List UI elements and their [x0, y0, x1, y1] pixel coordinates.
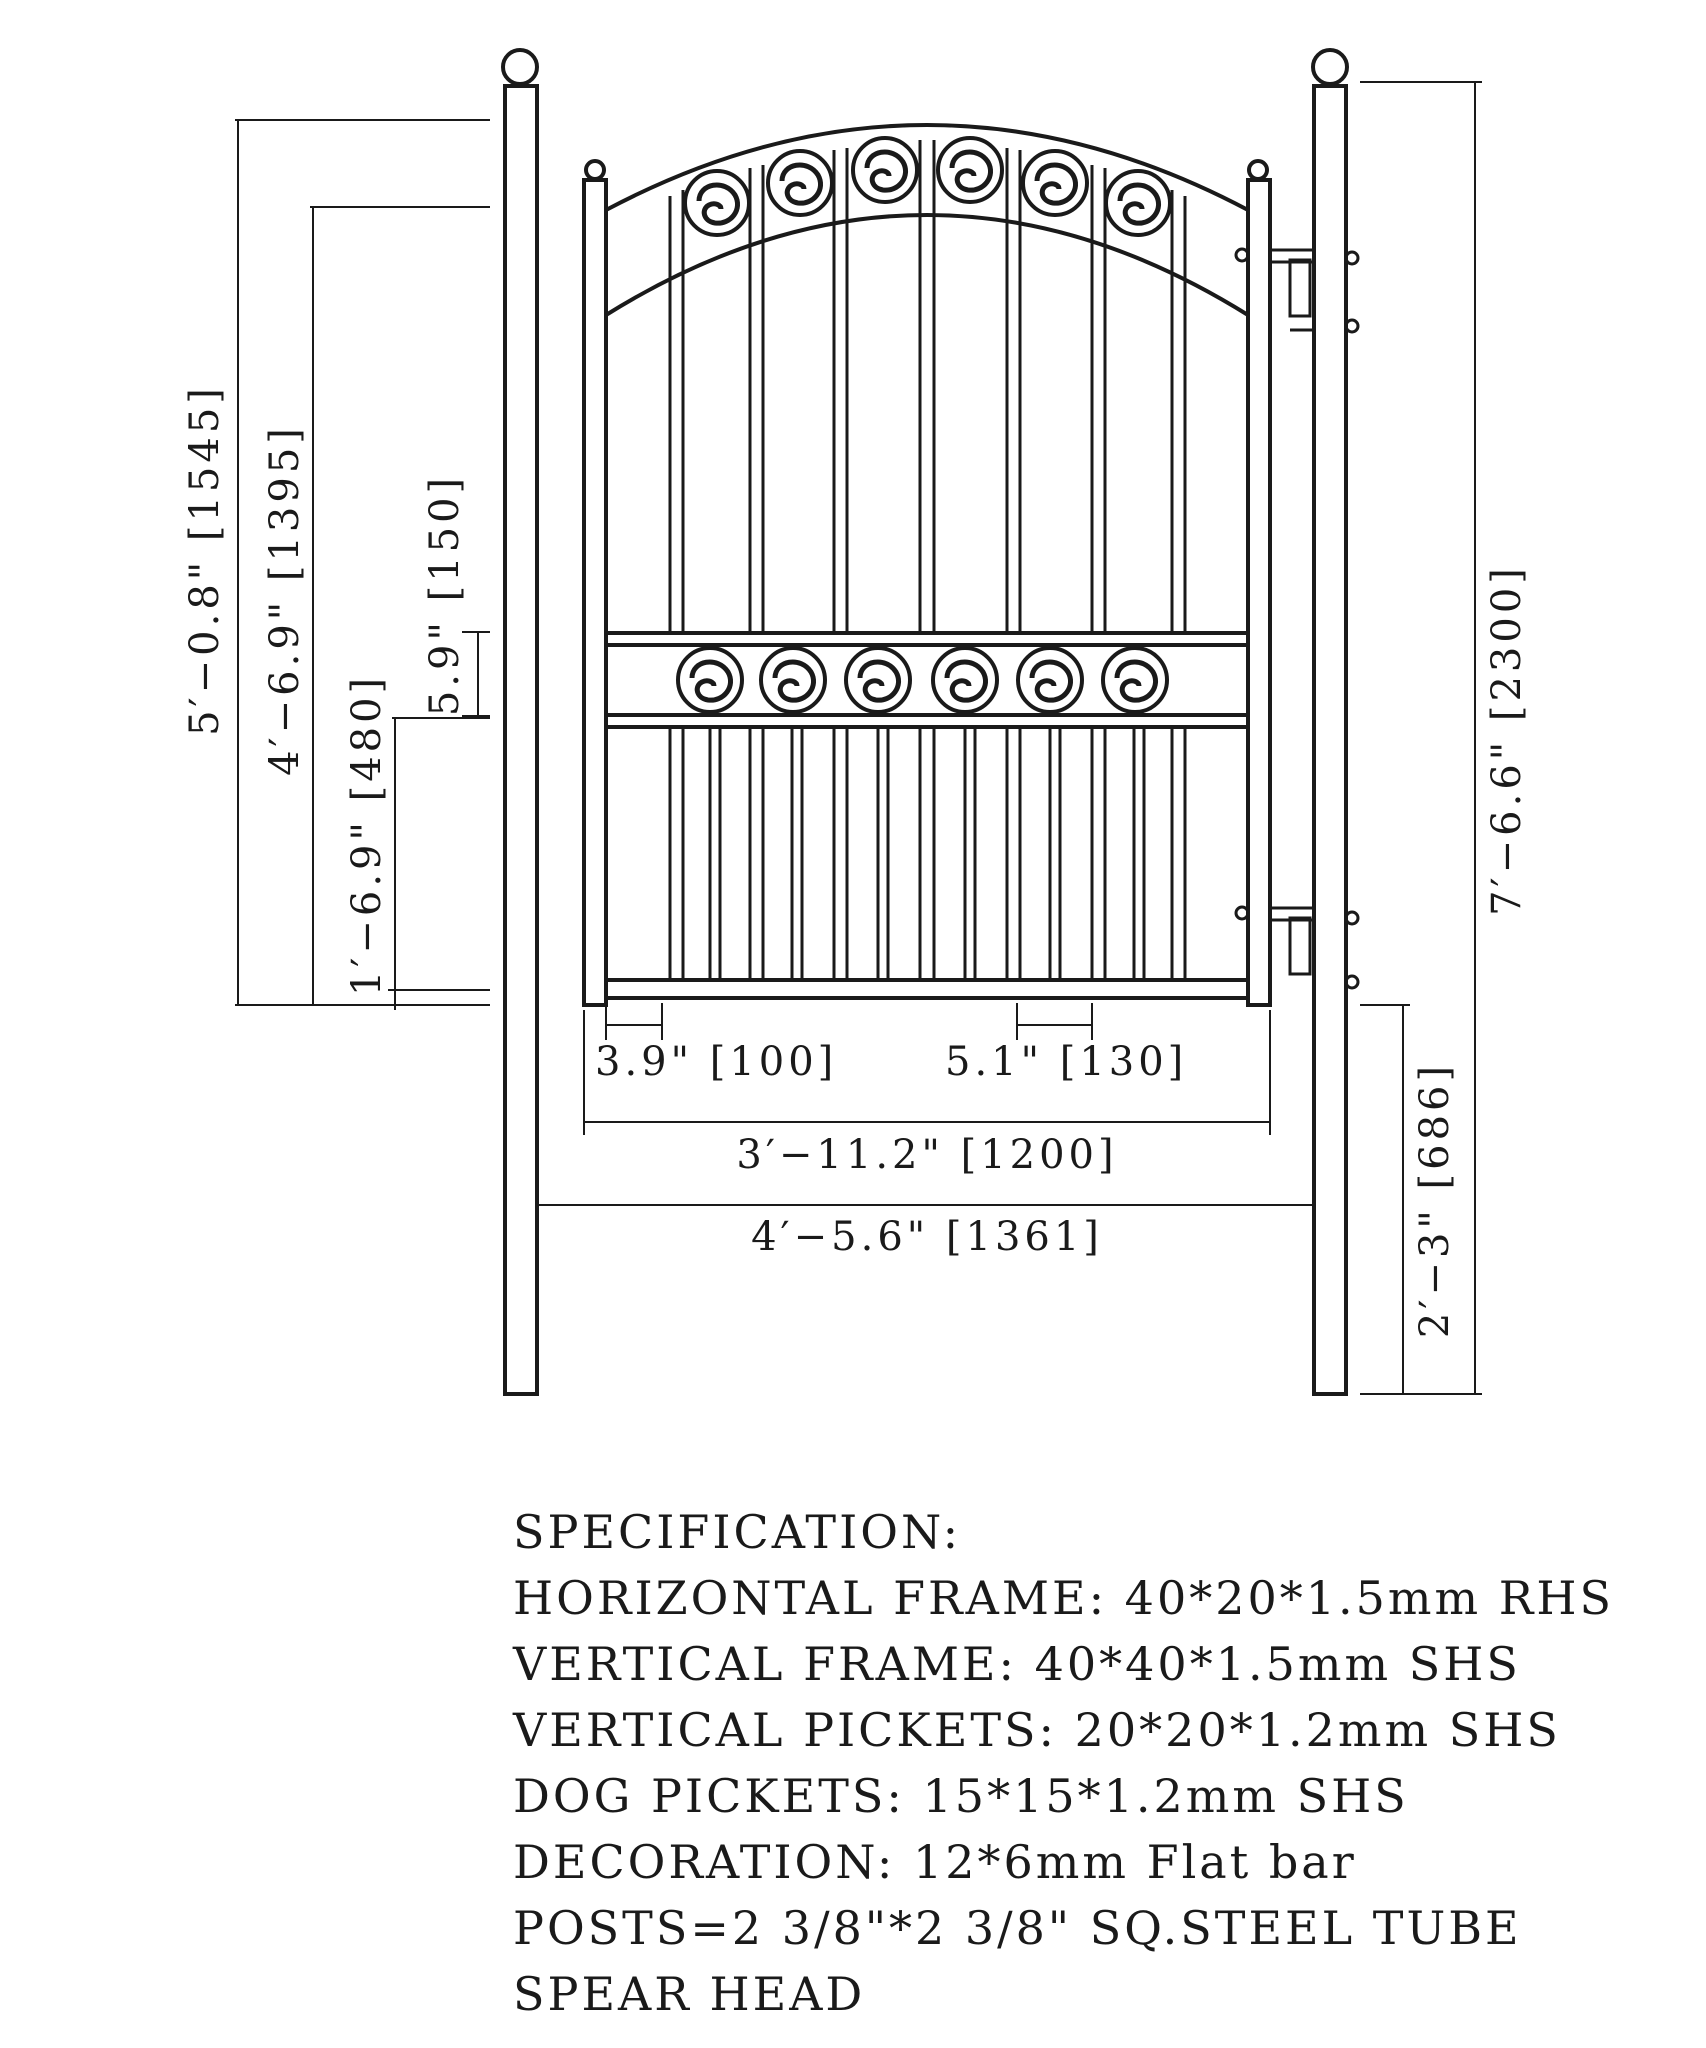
dim-gate-width: 3′−11.2" [1200] [736, 1132, 1117, 1178]
spec-line: VERTICAL PICKETS: 20*20*1.2mm SHS [512, 1703, 1561, 1757]
dim-picket-gap: 5.1" [130] [945, 1039, 1187, 1085]
spec-line: DECORATION: 12*6mm Flat bar [513, 1835, 1357, 1889]
dimension-lines [235, 81, 1482, 1395]
dim-frame-height: 4′−6.9" [1395] [262, 424, 308, 776]
dim-picket-gap-dog: 3.9" [100] [595, 1039, 837, 1085]
dim-rail-gap: 5.9" [150] [422, 474, 468, 716]
top-scrolls [685, 138, 1170, 235]
upper-hinge [1234, 247, 1360, 334]
dim-post-span: 4′−5.6" [1361] [751, 1214, 1103, 1260]
gate-frame [582, 123, 1272, 1007]
vertical-pickets [668, 140, 1187, 980]
spec-line: DOG PICKETS: 15*15*1.2mm SHS [513, 1769, 1409, 1823]
left-post [501, 48, 539, 1396]
lower-hinge [1234, 905, 1360, 990]
middle-scrolls [678, 648, 1167, 712]
spec-line: HORIZONTAL FRAME: 40*20*1.5mm RHS [513, 1571, 1614, 1625]
dim-post-height: 7′−6.6" [2300] [1484, 564, 1530, 916]
spec-heading: SPECIFICATION: [513, 1505, 961, 1559]
spec-line: SPEAR HEAD [513, 1967, 865, 2021]
specification-block: SPECIFICATION: HORIZONTAL FRAME: 40*20*1… [512, 1505, 1614, 2021]
dim-overall-height: 5′−0.8" [1545] [182, 384, 228, 736]
spec-line: POSTS=2 3/8"*2 3/8" SQ.STEEL TUBE [513, 1901, 1522, 1955]
dog-pickets [708, 727, 1146, 980]
right-post [1311, 48, 1349, 1396]
spec-line: VERTICAL FRAME: 40*40*1.5mm SHS [512, 1637, 1521, 1691]
dim-rail-height: 1′−6.9" [480] [344, 674, 390, 996]
dim-ground-clearance: 2′−3" [686] [1412, 1062, 1458, 1338]
